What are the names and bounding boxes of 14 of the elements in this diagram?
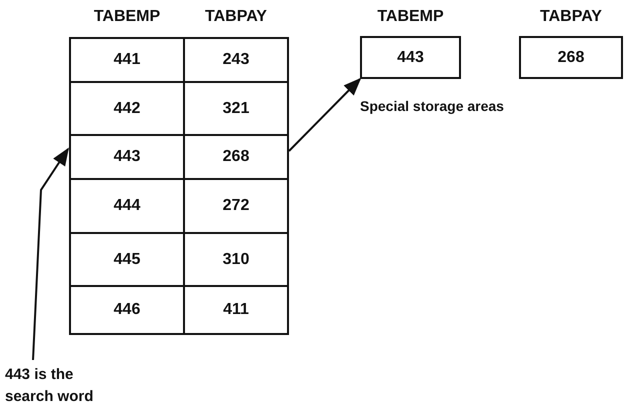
caption-text: Special storage areas (360, 98, 505, 114)
note-text: 443 is the search word (5, 364, 115, 408)
column-heading: TABPAY (204, 8, 268, 26)
column-heading: TABPAY (540, 8, 602, 26)
column-heading: TABEMP (92, 8, 162, 26)
column-heading: TABEMP (377, 8, 444, 26)
storage-box: 268 (519, 36, 623, 79)
table-cell: 446 (69, 285, 185, 335)
table-cell: 243 (183, 37, 289, 83)
arrow (32, 148, 69, 360)
storage-box: 443 (360, 36, 461, 79)
table-cell: 441 (69, 37, 185, 83)
arrow (288, 78, 362, 152)
table-cell: 411 (183, 285, 289, 335)
